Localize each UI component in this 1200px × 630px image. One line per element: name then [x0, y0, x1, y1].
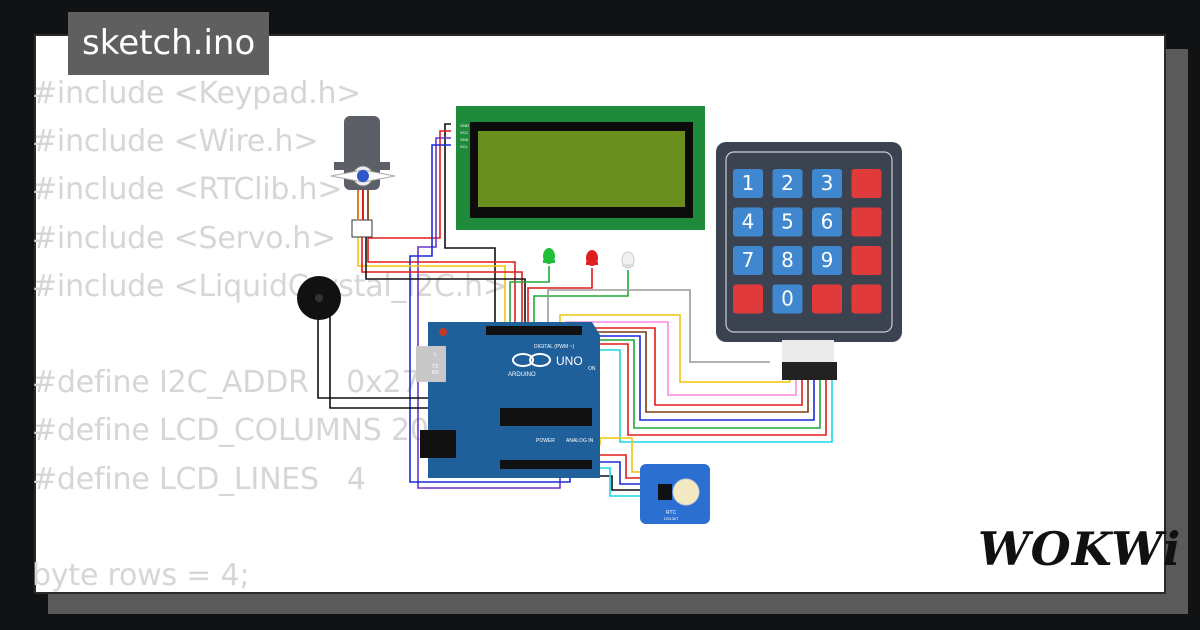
keypad-key — [851, 169, 882, 198]
keypad-key-label: 1 — [742, 171, 755, 195]
lcd-pin-label: GND — [460, 123, 469, 128]
keypad-key: 1 — [733, 169, 763, 198]
buzzer — [297, 276, 341, 320]
rtc-label: RTC — [666, 510, 677, 516]
code-line: #include <RTClib.h> — [32, 172, 343, 208]
board-brand-text: ARDUINO — [508, 372, 536, 378]
code-line: #include <Keypad.h> — [32, 76, 362, 111]
keypad-key: 9 — [812, 246, 842, 275]
board-logo-text: UNO — [556, 354, 583, 368]
led-green — [543, 248, 555, 264]
keypad-key — [851, 246, 882, 275]
keypad-key-label: 8 — [781, 248, 794, 272]
lcd-pin-label: SCL — [460, 144, 469, 149]
led-red — [586, 250, 598, 266]
keypad-key: 7 — [733, 246, 763, 275]
wokwi-logo: WOKWi — [978, 522, 1182, 576]
lcd-pin-label: VCC — [460, 130, 469, 135]
board-rx-label: RX — [432, 370, 440, 376]
code-preview: #include <Keypad.h> #include <Wire.h> #inc… — [32, 70, 508, 600]
lcd-pins: GND VCC SDA SCL — [460, 123, 469, 149]
board-on-label: ON — [588, 366, 596, 372]
code-line: #include <Servo.h> — [32, 220, 337, 256]
code-line: #include <LiquidCrystal_I2C.h> — [32, 268, 508, 304]
keypad-key-label: 2 — [781, 171, 794, 195]
keypad: 1 2 3 4 5 6 7 8 9 0 — [716, 142, 902, 380]
keypad-key: 6 — [812, 207, 842, 237]
code-line: #define I2C_ADDR 0x27 — [32, 365, 421, 401]
keypad-key-label: 5 — [781, 210, 794, 234]
keypad-key — [733, 284, 763, 314]
board-tx-label: TX — [432, 364, 439, 370]
led-white — [621, 251, 635, 269]
rtc-module: RTC DS1307 — [640, 464, 710, 524]
keypad-key-label: 3 — [821, 171, 834, 195]
lcd-display: GND VCC SDA SCL — [456, 106, 705, 230]
keypad-key-label: 9 — [821, 248, 834, 272]
arduino-uno: UNO ARDUINO DIGITAL (PWM ~) POWER ANALOG… — [416, 322, 600, 478]
code-line: byte rows = 4; — [32, 557, 250, 593]
keypad-key-label: 6 — [821, 210, 834, 234]
keypad-key: 0 — [772, 284, 803, 314]
keypad-key: 2 — [772, 169, 803, 198]
keypad-key — [851, 207, 882, 237]
board-analog-label: ANALOG IN — [566, 438, 594, 444]
code-line: #include <Wire.h> — [32, 124, 319, 160]
keypad-key: 4 — [733, 207, 763, 237]
rtc-chip-label: DS1307 — [664, 516, 679, 521]
keypad-key: 3 — [812, 169, 842, 198]
keypad-key-label: 4 — [742, 210, 755, 234]
servo-motor — [330, 116, 396, 238]
keypad-key: 8 — [772, 246, 803, 275]
keypad-key — [851, 284, 882, 314]
wires — [317, 123, 833, 497]
keypad-key-label: 7 — [742, 248, 755, 272]
board-digital-label: DIGITAL (PWM ~) — [534, 344, 574, 350]
keypad-key — [812, 284, 842, 314]
leds — [543, 248, 635, 269]
code-line: #define LCD_LINES 4 — [32, 461, 366, 497]
keypad-connector — [782, 340, 837, 380]
lcd-pin-label: SDA — [460, 137, 469, 142]
board-l-label: L — [434, 352, 437, 358]
code-line: #define LCD_COLUMNS 20 — [32, 413, 429, 449]
board-power-label: POWER — [536, 438, 555, 444]
keypad-key: 5 — [772, 207, 803, 237]
keypad-key-label: 0 — [781, 287, 794, 311]
file-title: sketch.ino — [68, 12, 270, 75]
